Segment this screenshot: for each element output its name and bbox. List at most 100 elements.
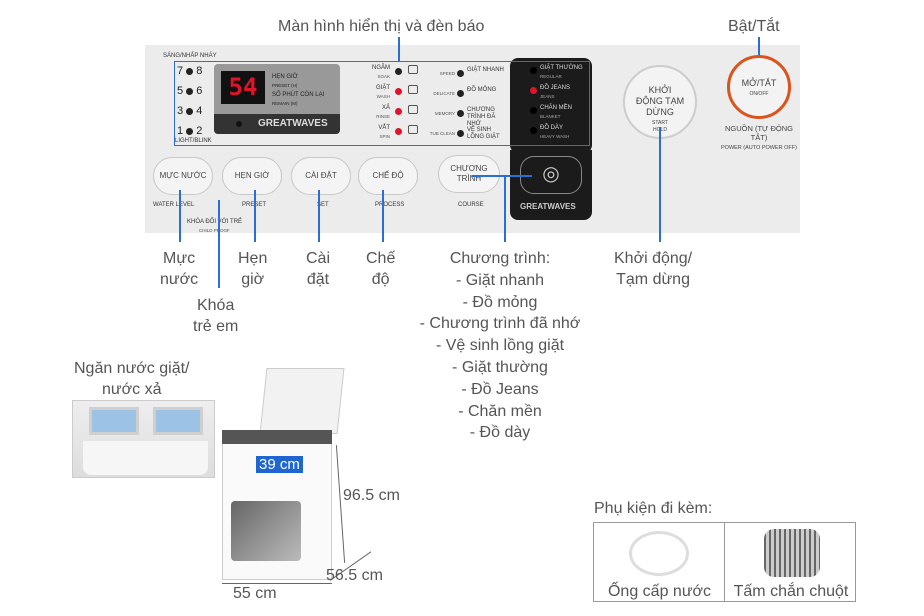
depth-label: 56.5 cm [326,567,383,584]
set-button[interactable]: CÀI ĐẶT [291,157,351,195]
rat-guard-icon [764,529,820,577]
display-highlight [174,61,590,146]
level-led [186,67,194,75]
machine-graphic [231,501,301,561]
course-led [530,127,537,134]
dispenser-photo [72,400,215,478]
remain-indicator-en: REMAIN (M) [272,101,298,106]
process-button[interactable]: CHẾ ĐỘ [358,157,418,195]
display-callout: Màn hình hiển thị và đèn báo [278,18,485,35]
level-led [186,127,194,135]
child-lock-label: KHÓA ĐỐI VỚI TRẺ [187,219,243,225]
preset-button[interactable]: HẸN GIỜ [222,157,282,195]
course-led [457,90,464,97]
water-level-button[interactable]: MỰC NƯỚC [153,157,213,195]
course-led [457,130,464,137]
course-item: - Giặt thường [452,358,548,376]
display-window: 54 HẸN GIỜ PRESET (H) SỐ PHÚT CÒN LẠI RE… [214,64,340,134]
washing-machine-body [222,440,332,580]
power-button[interactable]: MỞ/TẮT ON/OFF [727,55,791,119]
level-indicator-row: 5 6 [177,85,203,97]
height-label: 96.5 cm [343,487,400,504]
width-dimension-line [222,583,332,584]
width-label: 55 cm [233,585,277,602]
inner-diameter-label: 39 cm [256,456,303,473]
course-item: - Đồ mỏng [462,293,538,311]
softener-compartment [153,407,203,435]
remain-indicator: SỐ PHÚT CÒN LẠI [272,92,325,98]
level-led [186,107,194,115]
process-step-icon [408,125,418,134]
start-label: KHỞI ĐỘNG TẠM DỪNG [635,85,685,117]
dispenser-callout: Ngăn nước giặt/nước xả [74,360,190,398]
level-indicator-row: 7 8 [177,65,203,77]
preset-indicator-en: PRESET (H) [272,83,298,88]
set-en: SET [317,202,329,208]
process-led [395,128,402,135]
accessories-title: Phụ kiện đi kèm: [594,500,713,517]
detergent-compartment [89,407,139,435]
display-footer: GREATWAVES [214,114,340,134]
accessories-box: Ống cấp nước Tấm chắn chuột [593,522,856,602]
course-led [530,107,537,114]
course-item: - Vệ sinh lồng giặt [435,337,565,355]
start-pause-button[interactable]: KHỞI ĐỘNG TẠM DỪNG START HOLD [623,65,697,139]
child-lock-en: CHILD PROOF [199,228,230,233]
level-led [186,87,194,95]
brand-logo: GREATWAVES [258,118,328,129]
machine-top [222,430,332,444]
light-blink-label: SÁNG/NHẤP NHÁY [163,53,217,59]
course-led [457,70,464,77]
preset-indicator: HẸN GIỜ [272,74,298,80]
course-item: - Chương trình đã nhớ [419,315,581,333]
power-caption: NGUỒN (TỰ ĐỘNG TẮT) [724,124,794,142]
level-indicator-row: 3 4 [177,105,203,117]
process-led [395,68,402,75]
light-blink-en: LIGHT/BLINK [175,138,212,144]
course-led [530,87,537,94]
brand-logo-2: GREATWAVES [520,202,576,211]
start-callout: Khởi động/Tạm dừng [614,250,693,288]
course-item: - Đồ Jeans [461,380,539,398]
power-caption-en: POWER (AUTO POWER OFF) [721,145,797,151]
course-item: - Chăn mền [458,402,542,420]
power-callout: Bật/Tắt [728,18,780,35]
accessory-rat-guard: Tấm chắn chuột [733,583,849,600]
water-hose-icon [629,531,689,576]
process-step-icon [408,85,418,94]
course-item: - Giặt nhanh [455,271,545,289]
course-en: COURSE [458,202,484,208]
process-step-icon [408,105,418,114]
course-led [530,67,537,74]
water-level-indicators: 7 8 5 6 3 4 1 2 [177,65,209,145]
process-led [395,108,402,115]
course-led [457,110,464,117]
process-led [395,88,402,95]
course-button[interactable]: CHƯƠNG TRÌNH [438,155,500,193]
dispenser-drawer [83,441,208,475]
level-indicator-row: 1 2 [177,125,203,137]
power-label: MỞ/TẮT [741,78,777,88]
course-dial-area: ◎ GREATWAVES [510,150,592,220]
accessory-hose: Ống cấp nước [607,583,712,600]
process-step-icon [408,65,418,74]
machine-lid [259,368,345,434]
course-item: - Đồ dày [469,424,531,442]
